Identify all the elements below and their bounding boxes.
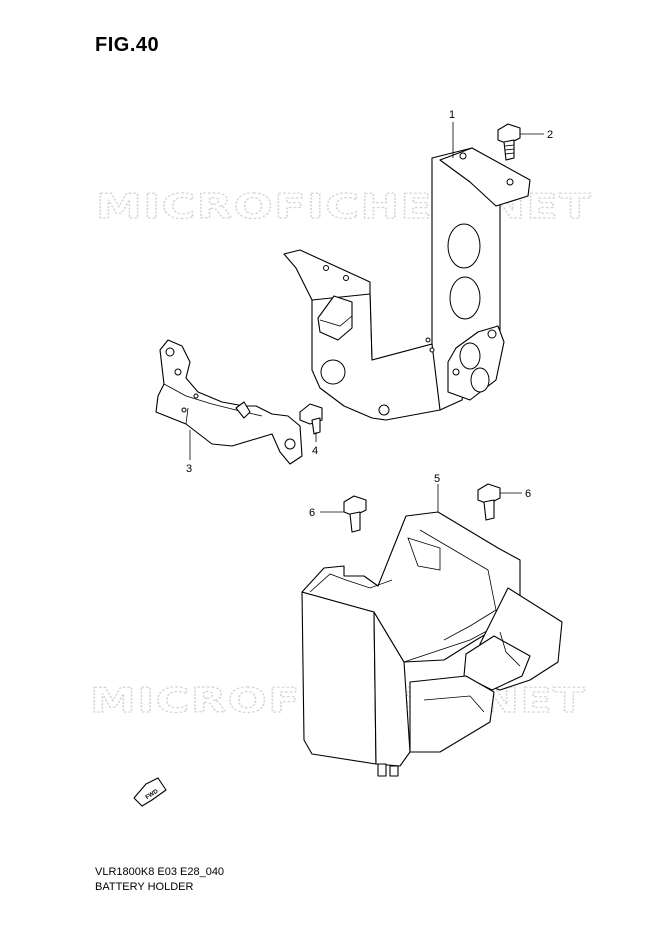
fwd-arrow-icon: FWD	[133, 777, 167, 807]
callout-3: 3	[186, 463, 192, 475]
part-6-bolt-right	[477, 483, 501, 521]
callout-1: 1	[449, 109, 455, 121]
assembly-name: BATTERY HOLDER	[95, 881, 194, 893]
callout-4: 4	[312, 445, 318, 457]
part-1-main-bracket	[283, 147, 531, 421]
part-4-bolt	[299, 403, 323, 435]
model-code: VLR1800K8 E03 E28_040	[95, 866, 225, 878]
callout-6-left: 6	[309, 507, 315, 519]
part-2-bolt	[497, 123, 521, 161]
figure-title: FIG.40	[95, 34, 160, 56]
callout-6-right: 6	[525, 488, 531, 500]
part-5-battery-box	[301, 511, 563, 777]
callout-2: 2	[547, 129, 553, 141]
callout-5: 5	[434, 473, 440, 485]
part-3-small-bracket	[155, 339, 303, 465]
part-6-bolt-left	[343, 495, 367, 533]
